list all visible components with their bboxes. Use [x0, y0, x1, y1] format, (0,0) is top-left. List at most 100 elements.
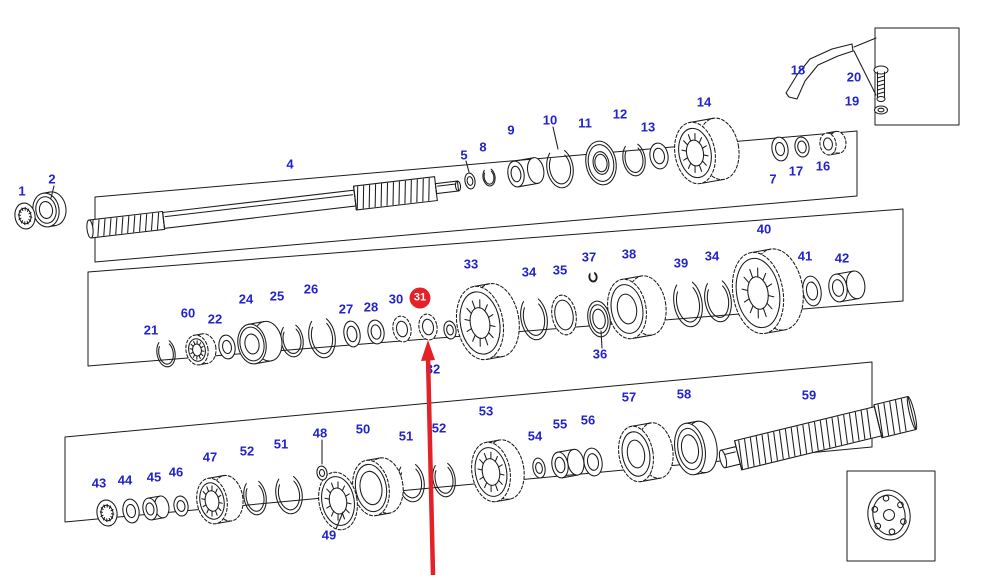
part-52-glyph	[243, 480, 267, 516]
part-label-42[interactable]: 42	[834, 250, 850, 266]
part-24-glyph	[237, 320, 283, 365]
part-label-14[interactable]: 14	[696, 94, 712, 110]
part-label-55[interactable]: 55	[552, 416, 568, 432]
part-label-39[interactable]: 39	[673, 255, 689, 271]
part-label-60[interactable]: 60	[180, 305, 196, 321]
part-label-59[interactable]: 59	[801, 387, 817, 403]
part-label-27[interactable]: 27	[338, 301, 354, 317]
static-part-drawings	[50, 37, 911, 541]
part-label-43[interactable]: 43	[91, 475, 107, 491]
part-51-glyph	[275, 476, 303, 515]
part-label-49[interactable]: 49	[321, 527, 337, 543]
part-label-30[interactable]: 30	[388, 291, 404, 307]
part-label-48[interactable]: 48	[312, 425, 328, 441]
part-30-glyph	[392, 315, 412, 343]
part-label-11[interactable]: 11	[578, 115, 592, 131]
part-label-36[interactable]: 36	[592, 346, 608, 362]
part-label-41[interactable]: 41	[797, 248, 813, 264]
part-label-51[interactable]: 51	[398, 428, 414, 444]
part-label-50[interactable]: 50	[355, 421, 371, 437]
part-18-bracket-drawing	[785, 37, 877, 100]
part-label-38[interactable]: 38	[621, 246, 637, 262]
part-35-glyph	[551, 294, 577, 336]
part-53-glyph	[471, 439, 525, 503]
part-4-glyph	[86, 176, 462, 239]
part-label-33[interactable]: 33	[463, 256, 479, 272]
part-21-glyph	[156, 340, 176, 368]
part-label-22[interactable]: 22	[207, 311, 223, 327]
part-20-bolt-drawing	[873, 65, 889, 103]
part-label-12[interactable]: 12	[612, 106, 628, 122]
part-label-16[interactable]: 16	[815, 158, 831, 174]
part-37-glyph	[588, 272, 598, 283]
part-label-24[interactable]: 24	[238, 291, 254, 307]
part-label-9[interactable]: 9	[507, 122, 515, 138]
part-31-glyph	[418, 313, 438, 341]
lower-assembly-box	[64, 361, 873, 523]
part-19-washer-drawing	[873, 105, 889, 115]
part-label-1[interactable]: 1	[18, 183, 26, 199]
part-8-glyph	[482, 168, 496, 187]
part-label-58[interactable]: 58	[676, 386, 692, 402]
part-26-glyph	[308, 318, 336, 359]
part-label-18[interactable]: 18	[790, 62, 806, 78]
part-label-26[interactable]: 26	[303, 281, 319, 297]
leader-lines	[50, 126, 603, 530]
part-label-37[interactable]: 37	[581, 249, 597, 265]
part-label-40[interactable]: 40	[756, 221, 772, 237]
part-56-glyph	[583, 447, 603, 477]
part-50-glyph	[352, 457, 404, 517]
part-label-44[interactable]: 44	[117, 472, 133, 488]
part-16-glyph	[819, 130, 847, 156]
part-55-glyph	[551, 448, 585, 479]
part-label-46[interactable]: 46	[168, 464, 184, 480]
part-label-25[interactable]: 25	[269, 288, 285, 304]
part-label-13[interactable]: 13	[640, 119, 656, 135]
part-34-glyph	[704, 280, 732, 323]
part-7-glyph	[771, 136, 789, 162]
part-14-glyph	[674, 117, 740, 185]
part-label-53[interactable]: 53	[478, 403, 494, 419]
part-label-35[interactable]: 35	[552, 262, 568, 278]
part-label-34[interactable]: 34	[704, 248, 720, 264]
part-43-glyph	[96, 499, 118, 527]
part-label-51[interactable]: 51	[273, 436, 289, 452]
part-label-19[interactable]: 19	[844, 93, 860, 109]
part-1-glyph	[14, 202, 36, 230]
part-45-glyph	[142, 495, 170, 521]
end-cover-drawing	[867, 489, 911, 541]
end-cover-detail-box	[846, 470, 936, 562]
part-label-31-highlighted[interactable]: 31	[409, 287, 431, 309]
assembly-boxes	[64, 27, 960, 562]
part-label-20[interactable]: 20	[846, 69, 862, 85]
part-label-52[interactable]: 52	[239, 443, 255, 459]
part-label-47[interactable]: 47	[202, 449, 218, 465]
part-42-glyph	[828, 270, 866, 303]
part-glyphs-layer	[14, 117, 918, 531]
middle-assembly-box	[87, 208, 904, 367]
part-12-glyph	[622, 143, 646, 177]
part-label-10[interactable]: 10	[542, 112, 558, 128]
part-label-32[interactable]: 32	[425, 361, 441, 377]
part-label-7[interactable]: 7	[769, 171, 777, 187]
part-label-56[interactable]: 56	[580, 412, 596, 428]
part-57-glyph	[618, 422, 674, 483]
part-label-45[interactable]: 45	[146, 469, 162, 485]
part-label-54[interactable]: 54	[527, 428, 543, 444]
part-label-17[interactable]: 17	[788, 163, 804, 179]
hardware-detail-box	[874, 27, 960, 126]
part-label-34[interactable]: 34	[521, 264, 537, 280]
part-label-52[interactable]: 52	[431, 420, 447, 436]
part-5-glyph	[464, 172, 476, 190]
part-label-28[interactable]: 28	[363, 299, 379, 315]
part-40-glyph	[731, 248, 804, 335]
part-44-glyph	[122, 498, 140, 524]
part-label-5[interactable]: 5	[460, 147, 468, 163]
part-label-4[interactable]: 4	[286, 156, 294, 172]
part-label-21[interactable]: 21	[143, 322, 159, 338]
part-label-8[interactable]: 8	[479, 139, 487, 155]
part-label-57[interactable]: 57	[621, 389, 637, 405]
part-label-2[interactable]: 2	[48, 171, 56, 187]
